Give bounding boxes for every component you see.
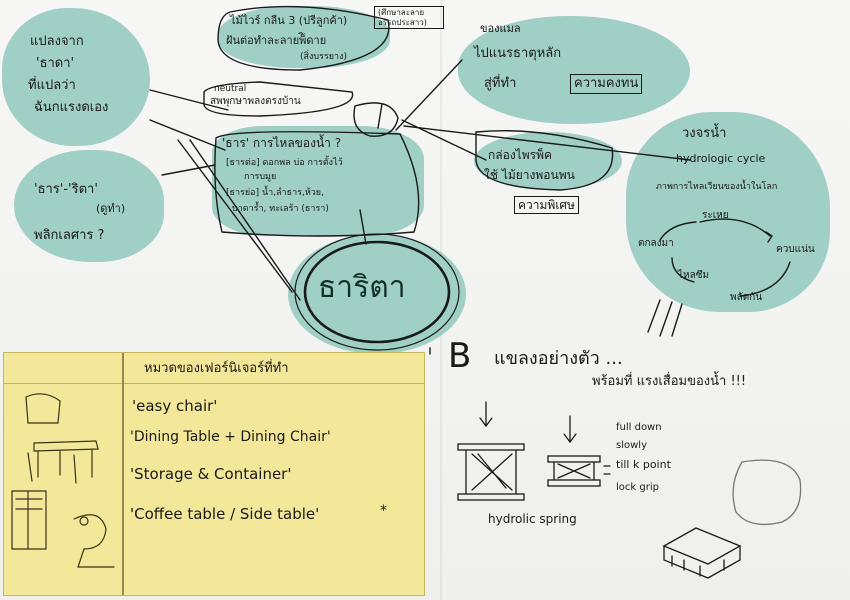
bubble-center-left-line1: 'ธาร' การไหลของน้ำ ? <box>222 136 342 150</box>
bubble-top-left-line4: ฉันกแรงดเอง <box>34 100 109 115</box>
bubble-center-left-line4: [ธารย่อ] น้ำ,ลำธาร,ห้วย, <box>226 188 324 198</box>
storage-cabinet-icon <box>11 490 47 550</box>
note-item-3: 'Storage & Container' <box>130 465 292 483</box>
bubble-top-right-fill <box>458 16 690 124</box>
cycle-seep: ไหลซึม <box>678 270 710 281</box>
neutral-subtext: สพพุกษาพลงตรงบ้าน <box>210 96 301 107</box>
spring-caption: hydrolic spring <box>488 512 577 526</box>
bubble-top-right-line3: สู่ที่ทำ <box>484 76 517 91</box>
spring-note-1: full down <box>616 422 662 433</box>
b-headline: แขลงอย่างตัว ... <box>494 348 623 369</box>
bubble-top-left-fill <box>2 8 150 146</box>
center-fill <box>288 234 466 354</box>
bubble-top-right-line1: ของแมล <box>480 22 521 35</box>
center-title: ธาริตา <box>318 270 406 305</box>
note-margin-line <box>122 353 124 595</box>
far-right-en: hydrologic cycle <box>676 152 766 165</box>
b-letter: B <box>448 336 472 376</box>
note-header-line <box>4 383 424 384</box>
bubble-center-left-line2: [ธารต่อ] ดอกพล บ่อ การตั้งไว้ <box>226 158 343 168</box>
dining-table-icon <box>33 440 99 478</box>
furniture-sticky-note: หมวดของเฟอร์นิเจอร์ที่ทำ 'easy chair' 'D… <box>3 352 425 596</box>
top-right-box: ความคงทน <box>570 74 643 94</box>
note-title: หมวดของเฟอร์นิเจอร์ที่ทำ <box>144 361 289 376</box>
bubble-top-right-line2: ไปแนรธาตุหลัก <box>474 46 562 61</box>
cycle-condense: ควบแน่น <box>776 244 815 255</box>
bubble-center-left-line3: การบมูย <box>244 172 277 182</box>
spring-note-4: lock grip <box>616 482 659 493</box>
note-item-2: 'Dining Table + Dining Chair' <box>130 429 331 445</box>
bubble-left-mid-line1: 'ธาร'-'ริตา' <box>34 182 98 197</box>
cycle-flow: พลัดกัน <box>730 292 763 303</box>
top-mid-tag: (ศึกษาละลาย อรรถประสาว) <box>374 6 444 30</box>
bubble-left-mid-line2: (ดูทำ) <box>96 202 126 215</box>
bubble-far-right-fill <box>626 112 830 312</box>
bubble-top-mid-line3: (สิ่งบรรยาง) <box>300 52 348 62</box>
b-subline: พร้อมที่ แรงเสื่อมของน้ำ !!! <box>592 374 747 389</box>
bubble-top-mid-line2: ฝันต่อทำละลายพ็ิดาย <box>226 34 327 47</box>
note-item-4: 'Coffee table / Side table' <box>130 505 320 523</box>
bubble-top-left-line1: แปลงจาก <box>30 34 84 49</box>
bubble-top-left-line2: 'ธาดา' <box>36 56 75 71</box>
note-item-1: 'easy chair' <box>132 397 218 415</box>
bubble-top-left-line3: ที่แปลว่า <box>28 78 76 93</box>
cycle-fall: ตกลงมา <box>638 238 674 249</box>
spring-note-3: till k point <box>616 458 671 471</box>
neutral-label: neutral <box>214 84 247 94</box>
spring-note-2: slowly <box>616 440 647 451</box>
note-asterisk: * <box>380 503 387 519</box>
mid-right-box: ความพิเศษ <box>514 196 579 215</box>
armchair-icon <box>25 393 61 424</box>
bubble-top-mid-line1: ไม้ไวร์ กลีน 3 (ปรีลูกค้า) <box>230 14 348 27</box>
far-right-title: วงจรน้ำ <box>682 126 727 141</box>
bubble-center-left-fill <box>212 126 424 236</box>
bubble-mid-right-line1: กล่องไพรพ็ค <box>488 148 553 162</box>
side-table-icon <box>73 514 115 568</box>
bubble-left-mid-fill <box>14 150 164 262</box>
bubble-mid-right-line2: ใช้ ไม้ยางพอนพน <box>484 168 575 182</box>
cycle-evaporate: ระเหย <box>702 210 729 221</box>
bubble-center-left-line5: บาดาร้ำ, ทะเลร้า (ธารา) <box>232 204 329 214</box>
far-right-desc: ภาพการไหลเวียนของน้ำในโลก <box>656 182 778 192</box>
bubble-left-mid-line3: พลิกเลศาร ? <box>34 228 105 243</box>
furniture-sketch-icons <box>11 393 115 568</box>
